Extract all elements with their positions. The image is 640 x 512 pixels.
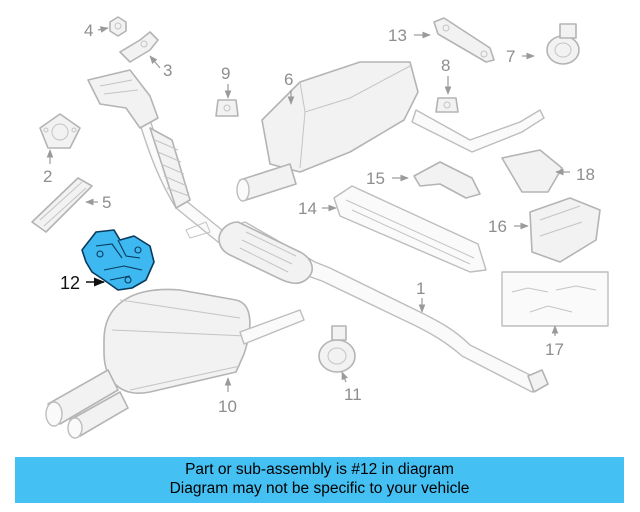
part-5-heat-shield xyxy=(31,177,93,233)
callout-15: 15 xyxy=(366,169,385,188)
info-banner: Part or sub-assembly is #12 in diagram D… xyxy=(15,457,624,503)
callout-3: 3 xyxy=(163,61,172,80)
callout-5: 5 xyxy=(102,193,111,212)
callout-18: 18 xyxy=(576,165,595,184)
callout-10: 10 xyxy=(218,397,237,416)
callout-16: 16 xyxy=(488,217,507,236)
part-4-nut xyxy=(109,16,127,37)
banner-line-part-number: Part or sub-assembly is #12 in diagram xyxy=(185,461,454,478)
callout-17: 17 xyxy=(545,340,564,359)
callout-8: 8 xyxy=(441,56,450,75)
front-pipe xyxy=(87,69,159,129)
callout-9: 9 xyxy=(221,64,230,83)
callout-4: 4 xyxy=(84,21,93,40)
part-12-bracket-highlighted[interactable] xyxy=(81,229,155,291)
part-7-clamp xyxy=(546,23,580,65)
part-2-gasket xyxy=(39,113,81,149)
callout-leaders xyxy=(46,26,570,392)
banner-line-disclaimer: Diagram may not be specific to your vehi… xyxy=(169,480,470,497)
callout-labels: 1 2 3 4 5 6 7 8 9 10 11 12 13 14 15 16 1… xyxy=(43,21,595,416)
part-11-clamp xyxy=(318,325,356,373)
part-16-bracket xyxy=(529,197,601,263)
part-14-heat-shield xyxy=(333,185,487,273)
callout-11: 11 xyxy=(344,385,362,404)
part-17-hardware-kit xyxy=(501,271,609,327)
callout-2: 2 xyxy=(43,167,52,186)
part-18-bracket xyxy=(501,149,563,193)
part-13-bracket xyxy=(433,17,495,63)
part-8-isolator xyxy=(435,97,459,113)
callout-7: 7 xyxy=(506,47,515,66)
callout-14: 14 xyxy=(298,199,317,218)
callout-12: 12 xyxy=(60,273,80,293)
part-6-rear-muffler xyxy=(236,61,545,202)
part-3-bracket xyxy=(119,31,159,63)
part-9-isolator xyxy=(215,99,239,117)
callout-1: 1 xyxy=(416,279,425,298)
part-15-bracket xyxy=(413,161,481,199)
part-10-front-muffler xyxy=(45,288,305,439)
callout-6: 6 xyxy=(284,70,293,89)
part-1-exhaust-pipe xyxy=(139,119,549,393)
callout-13: 13 xyxy=(388,26,407,45)
